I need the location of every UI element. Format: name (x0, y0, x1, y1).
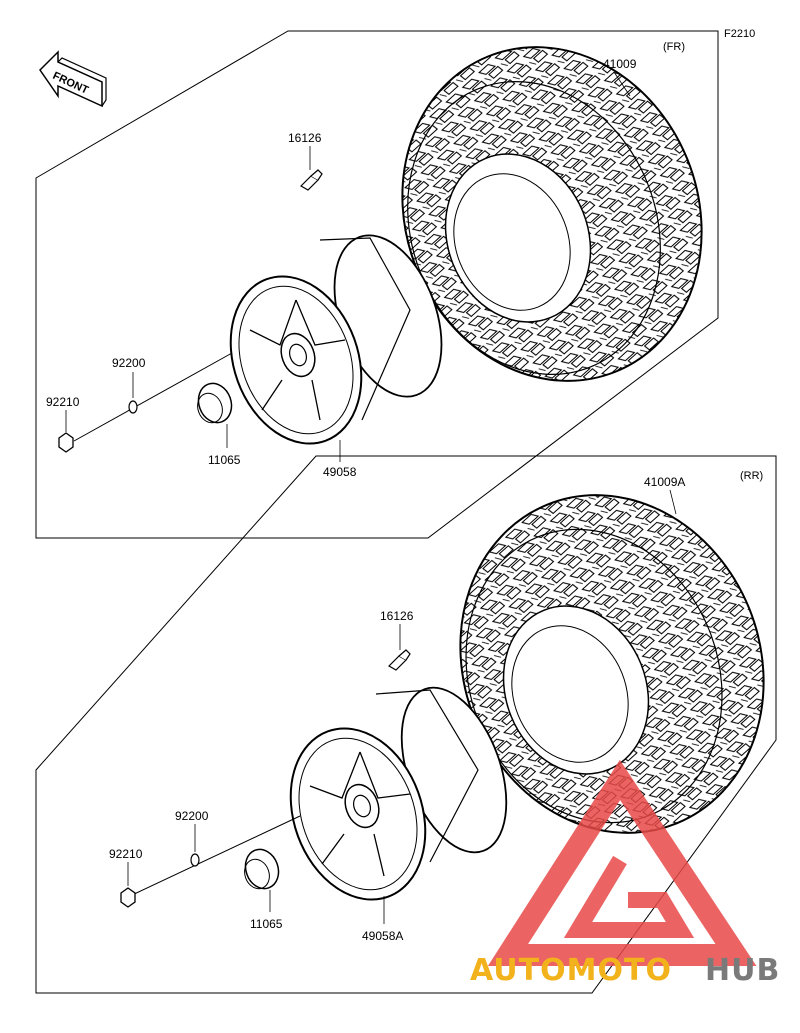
front-position-tag: (FR) (663, 41, 685, 53)
rear-assembly: (RR) 41009A 16126 49058A (35, 455, 777, 994)
rear-position-tag: (RR) (740, 470, 763, 482)
front-cap-label: 11065 (208, 453, 241, 467)
figure-code: F2210 (724, 28, 755, 40)
front-valve-label: 16126 (288, 131, 322, 145)
rear-tire-label: 41009A (644, 475, 685, 489)
front-assembly: (FR) 41009 16126 49058 (35, 30, 719, 539)
front-washer-label: 92200 (112, 356, 146, 370)
front-wheel-label: 49058 (323, 465, 357, 479)
front-panel-border (35, 30, 719, 539)
watermark-text-1: AUTOMOTO (470, 953, 672, 988)
front-arrow-icon: FRONT (39, 50, 107, 108)
front-nut (58, 432, 74, 453)
rear-washer (190, 853, 200, 867)
front-washer (128, 400, 138, 414)
rear-tire (459, 494, 765, 834)
front-tire (401, 46, 703, 382)
rear-cap (244, 848, 280, 890)
front-tire-label: 41009 (603, 57, 637, 71)
rear-washer-label: 92200 (175, 809, 209, 823)
rear-nut (120, 887, 136, 908)
rear-nut-label: 92210 (109, 847, 143, 861)
rear-valve (388, 649, 411, 671)
rear-wheel-label: 49058A (362, 929, 403, 943)
watermark-logo (487, 759, 757, 966)
front-nut-label: 92210 (46, 395, 80, 409)
rear-valve-label: 16126 (380, 609, 414, 623)
rear-panel-border (35, 455, 777, 994)
front-wheel (229, 234, 443, 445)
watermark-text-2: HUB (705, 953, 780, 988)
front-cap (197, 382, 233, 424)
front-valve (300, 169, 323, 191)
rear-cap-label: 11065 (250, 917, 283, 931)
rear-wheel (289, 686, 508, 901)
